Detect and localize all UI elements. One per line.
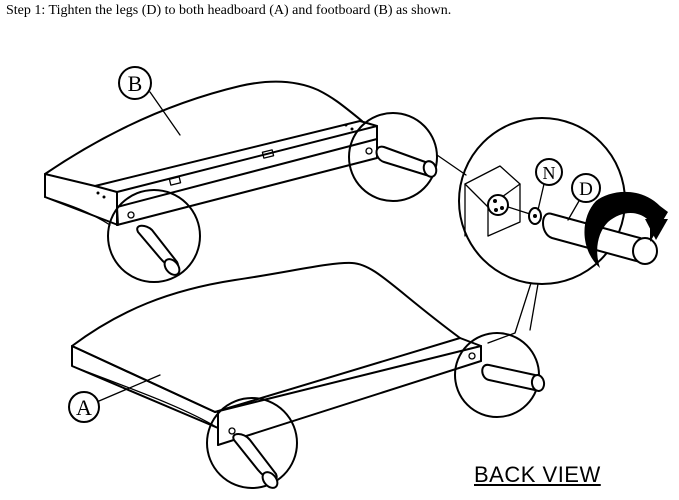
svg-text:N: N [543,163,556,183]
nut-label: N [535,158,563,211]
connector-line-2 [529,283,539,331]
detail-circle-headboard-left [206,397,298,489]
footboard-label: B [118,66,181,136]
enlarged-detail-circle [458,117,668,285]
detail-circle-footboard-left [107,189,201,283]
headboard-label: A [68,374,161,423]
leg-label: D [567,173,601,221]
step-instruction: Step 1: Tighten the legs (D) to both hea… [6,3,452,18]
detail-circle-footboard-right [348,112,467,202]
connector-line [487,282,532,344]
svg-text:D: D [579,179,593,200]
detail-circle-headboard-right [454,332,546,418]
svg-text:B: B [128,71,143,96]
headboard-panel [71,261,482,446]
view-caption: BACK VIEW [474,462,601,487]
footboard-panel [44,80,378,226]
svg-text:A: A [76,395,92,420]
